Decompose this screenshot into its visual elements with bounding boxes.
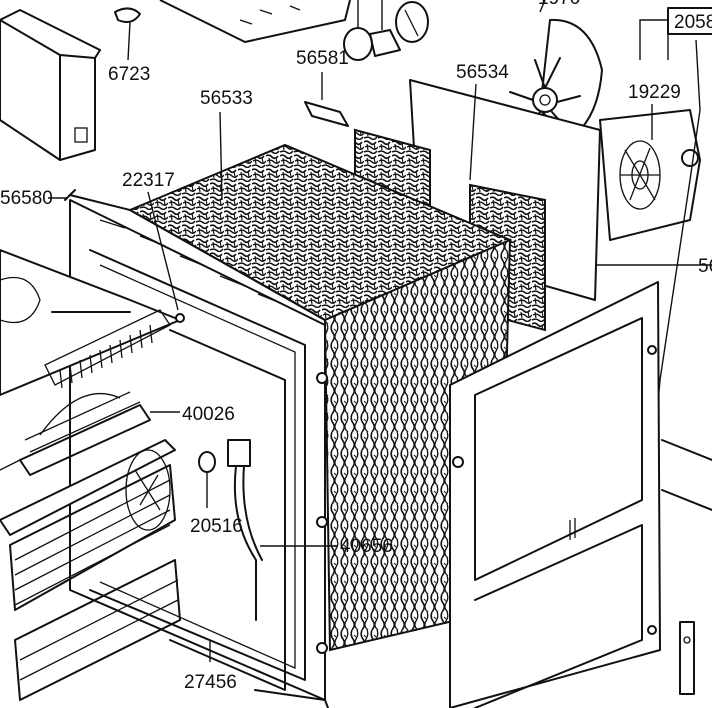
wire-harness-40656	[227, 439, 263, 621]
label-56533: 56533	[200, 88, 253, 109]
small-bracket	[679, 621, 695, 695]
fan-motor	[509, 0, 603, 139]
oven-cavity	[64, 143, 513, 701]
label-20516: 20516	[190, 516, 243, 537]
sensor-20516	[198, 451, 216, 508]
vent-slots	[59, 324, 153, 389]
top-plate	[159, 0, 351, 43]
knob-parts	[343, 0, 429, 61]
clip-part-6723	[114, 7, 141, 61]
side-panel	[449, 281, 661, 708]
label-6723: 6723	[108, 64, 150, 85]
label-40026: 40026	[182, 404, 235, 425]
cavity-screws	[175, 313, 328, 654]
label-19229: 19229	[628, 82, 681, 103]
heating-coil-40026	[0, 391, 151, 476]
label-56581: 56581	[296, 48, 349, 69]
fan-cover	[599, 109, 701, 241]
label-56534: 56534	[456, 62, 509, 83]
control-panel-duct	[0, 9, 101, 161]
label-56: 56	[698, 256, 712, 277]
label-27456: 27456	[184, 672, 237, 693]
label-20580: 20580	[674, 12, 712, 33]
label-1970: 1970	[538, 0, 580, 9]
label-56580: 56580	[0, 188, 53, 209]
label-22317: 22317	[122, 170, 175, 191]
oven-racks	[0, 439, 181, 701]
label-40656: 40656	[340, 536, 393, 557]
strip-56581	[304, 101, 349, 127]
